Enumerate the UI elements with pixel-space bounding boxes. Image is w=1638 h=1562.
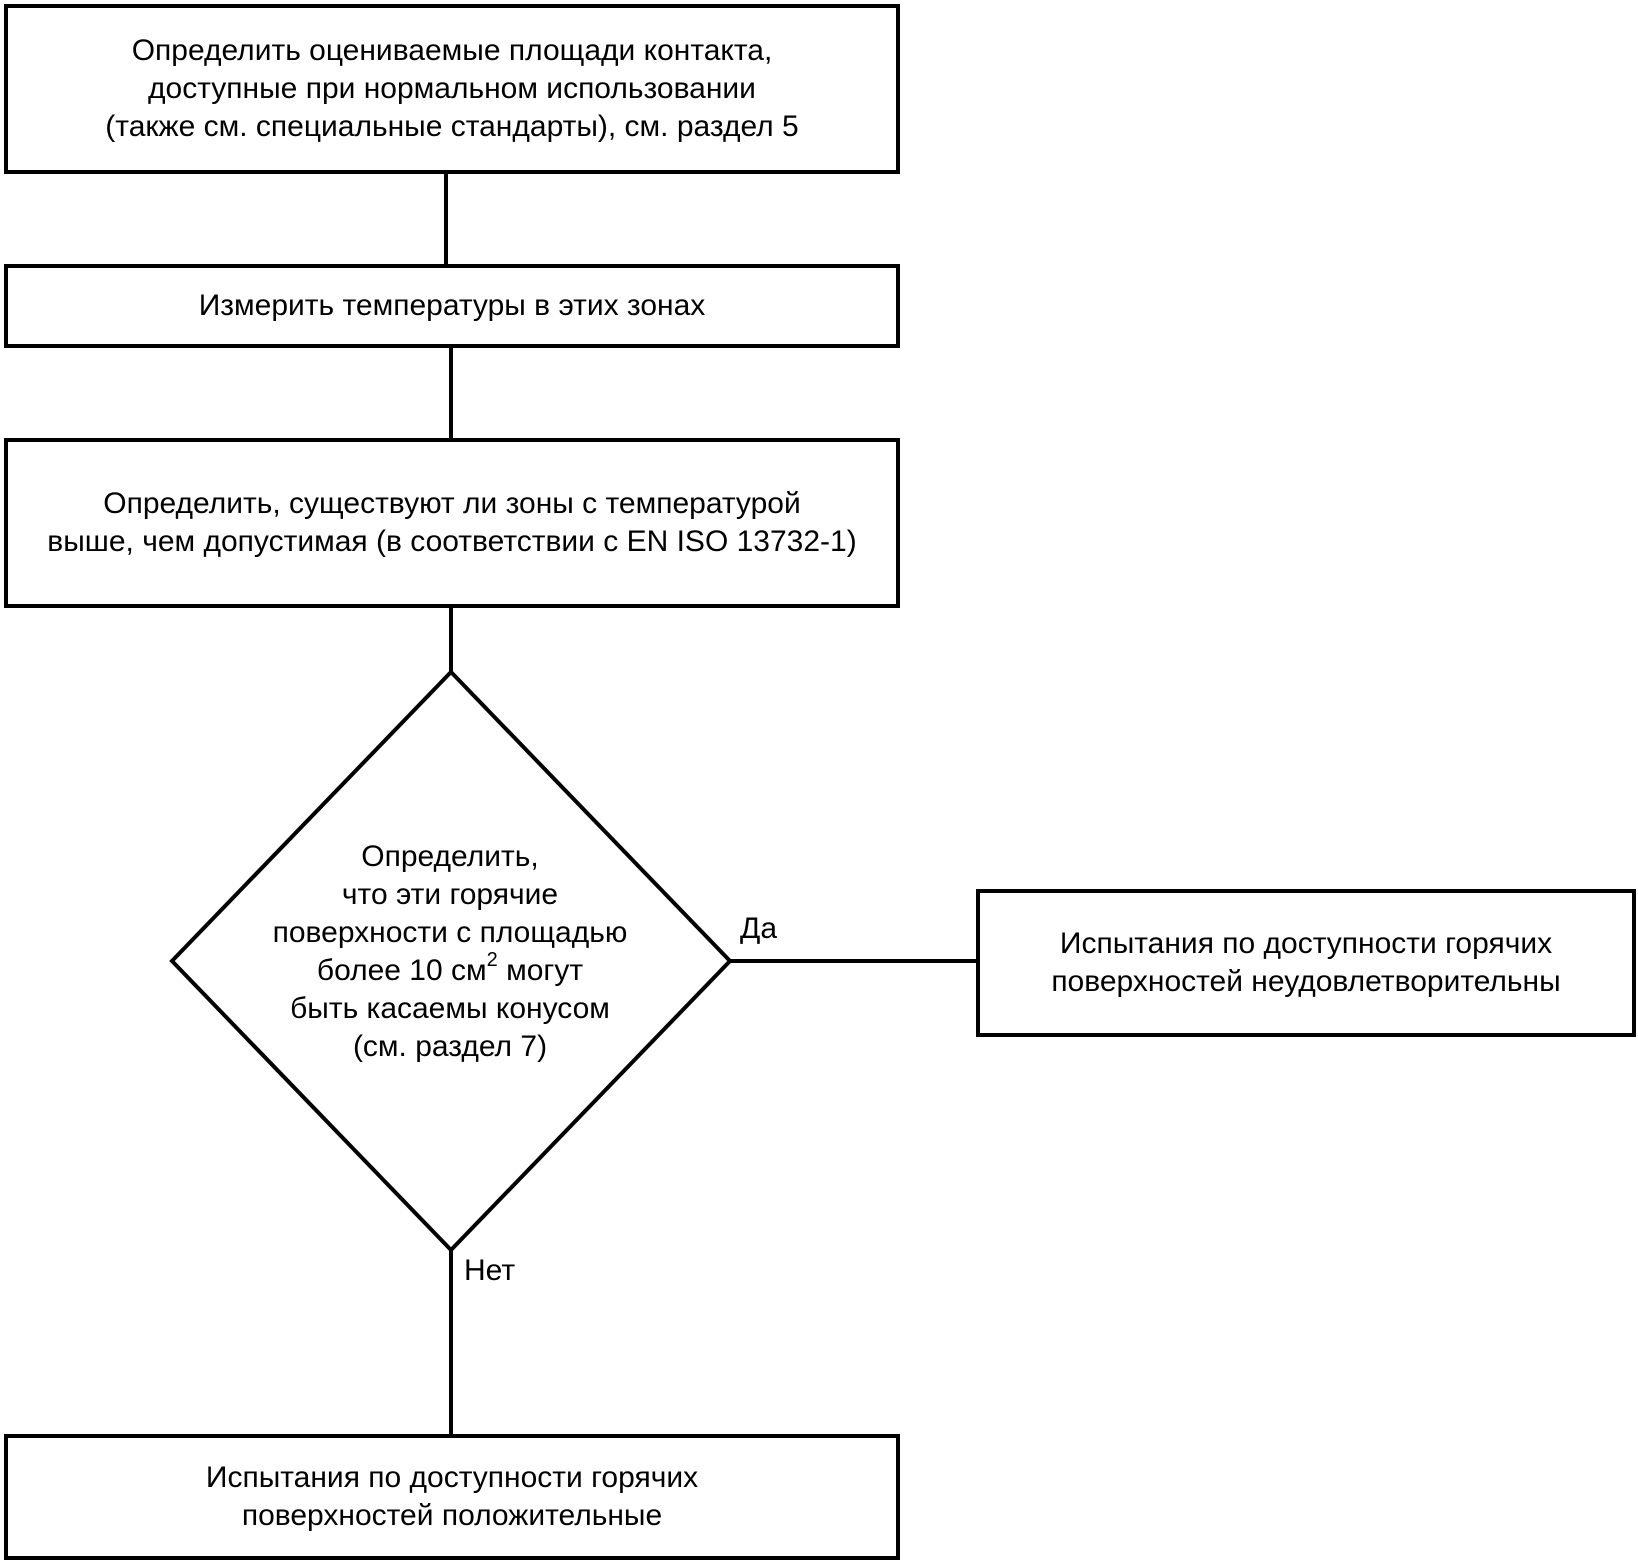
step-measure-temperatures: Измерить температуры в этих зонах xyxy=(4,264,900,348)
decision-area-suffix: могут xyxy=(497,954,584,987)
step-determine-line-2: выше, чем допустимая (в соответствии с E… xyxy=(47,525,857,558)
outcome-positive: Испытания по доступности горячих поверхн… xyxy=(4,1434,900,1560)
outcome-positive-line-2: поверхностей положительные xyxy=(241,1499,663,1532)
decision-area-superscript: 2 xyxy=(486,949,498,971)
decision-line-3: поверхности с площадью xyxy=(272,916,628,949)
decision-line-1: Определить, xyxy=(361,840,539,873)
step-identify-line-2: доступные при нормальном использовании xyxy=(148,72,756,105)
decision-line-6: (см. раздел 7) xyxy=(352,1030,548,1063)
decision-line-2: что эти горячие xyxy=(341,878,559,911)
decision-line-area: более 10 см2 могут xyxy=(240,949,660,990)
step-determine-line-1: Определить, существуют ли зоны с темпера… xyxy=(103,487,801,520)
yes-label: Да xyxy=(740,912,778,945)
step-identify-line-1: Определить оцениваемые площади контакта, xyxy=(131,34,773,67)
step-measure-line-1: Измерить температуры в этих зонах xyxy=(198,289,706,322)
outcome-unsatisfactory: Испытания по доступности горячих поверхн… xyxy=(976,889,1636,1037)
step-identify-contact-areas: Определить оцениваемые площади контакта,… xyxy=(4,4,900,174)
no-label: Нет xyxy=(464,1254,516,1287)
decision-area-prefix: более 10 см xyxy=(316,954,487,987)
step-determine-hot-zones: Определить, существуют ли зоны с темпера… xyxy=(4,438,900,608)
outcome-unsatisfactory-line-1: Испытания по доступности горячих xyxy=(1059,927,1553,960)
decision-line-5: быть касаемы конусом xyxy=(290,992,610,1025)
outcome-unsatisfactory-line-2: поверхностей неудовлетворительны xyxy=(1051,965,1561,998)
decision-text: Определить, что эти горячие поверхности … xyxy=(240,838,660,1066)
step-identify-line-3: (также см. специальные стандарты), см. р… xyxy=(105,110,799,143)
outcome-positive-line-1: Испытания по доступности горячих xyxy=(205,1461,699,1494)
